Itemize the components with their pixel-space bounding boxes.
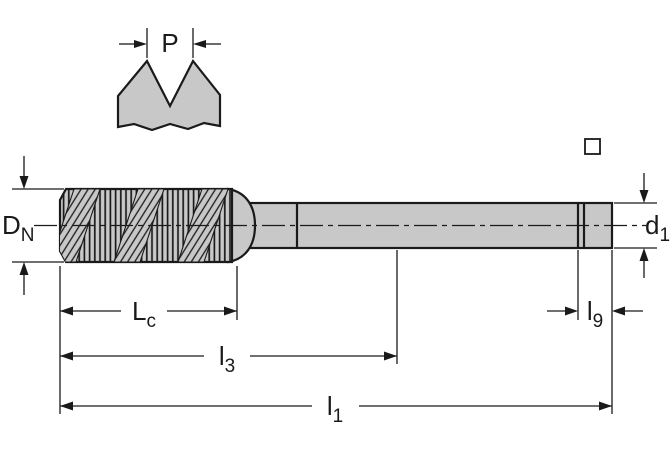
thread-profile-inset: P	[116, 28, 222, 132]
arrowhead	[19, 176, 29, 189]
label-overall-length: l1	[327, 391, 343, 427]
arrowhead	[60, 306, 73, 316]
arrowhead	[19, 262, 29, 275]
arrowhead	[639, 190, 649, 203]
arrowhead	[639, 248, 649, 261]
label-shank-diameter: d1	[645, 210, 670, 246]
arrowhead	[565, 306, 578, 316]
dimension-l1: l1	[60, 250, 613, 427]
label-square-length: l9	[587, 296, 603, 332]
arrowhead	[134, 40, 147, 48]
label-thread-length: Lc	[132, 296, 156, 332]
dimension-dn: DN	[2, 156, 64, 295]
arrowhead	[612, 306, 625, 316]
dimension-lc: Lc	[59, 266, 238, 414]
square-symbol	[584, 138, 601, 155]
label-length-l3: l3	[219, 341, 235, 377]
label-nominal-diameter: DN	[2, 210, 35, 246]
pitch-dimension: P	[119, 28, 221, 58]
arrowhead	[193, 40, 206, 48]
arrowhead	[384, 351, 397, 361]
arrowhead	[224, 306, 237, 316]
label-pitch: P	[161, 28, 178, 58]
arrowhead	[60, 401, 73, 411]
arrowhead	[60, 351, 73, 361]
arrowhead	[599, 401, 612, 411]
dimension-l3: l3	[60, 250, 398, 377]
thread-profile-shape	[116, 58, 222, 132]
dimension-d1: d1	[614, 173, 670, 278]
dimension-l9: l9	[547, 250, 643, 332]
